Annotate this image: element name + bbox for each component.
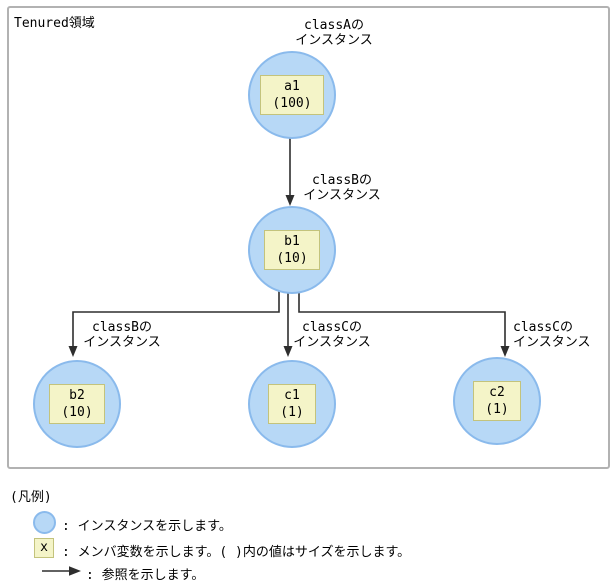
legend-item-member-text: : メンバ変数を示します。( )内の値はサイズを示します。 — [62, 545, 411, 560]
instance-node-a1: a1 (100) — [248, 51, 336, 139]
class-label-c1: classCの インスタンス — [293, 320, 371, 350]
member-size-a1: (100) — [272, 96, 312, 111]
instance-node-c1: c1 (1) — [248, 360, 336, 448]
class-label-a1: classAの インスタンス — [295, 18, 373, 48]
member-name-c1: c1 — [284, 388, 300, 403]
member-box-c1: c1 (1) — [268, 384, 316, 424]
instance-circle-icon — [33, 511, 56, 534]
class-label-b1: classBの インスタンス — [303, 173, 381, 203]
member-name-c2: c2 — [489, 385, 505, 400]
member-size-c1: (1) — [280, 405, 304, 420]
instance-node-b2: b2 (10) — [33, 360, 121, 448]
member-size-b1: (10) — [276, 251, 308, 266]
member-box-b1: b1 (10) — [264, 230, 320, 270]
instance-node-b1: b1 (10) — [248, 206, 336, 294]
reference-arrow-icon — [42, 566, 81, 576]
member-variable-box-icon: x — [34, 538, 54, 558]
member-box-a1: a1 (100) — [260, 75, 324, 115]
member-name-a1: a1 — [284, 79, 300, 94]
class-label-b2: classBの インスタンス — [83, 320, 161, 350]
member-box-c2: c2 (1) — [473, 381, 521, 421]
member-name-b1: b1 — [284, 234, 300, 249]
tenured-region-title: Tenured領域 — [14, 16, 95, 31]
member-box-b2: b2 (10) — [49, 384, 105, 424]
legend-item-instance-text: : インスタンスを示します。 — [62, 519, 232, 534]
member-size-c2: (1) — [485, 402, 509, 417]
member-variable-symbol: x — [40, 540, 48, 555]
class-label-c2: classCの インスタンス — [513, 320, 591, 350]
legend-item-reference-text: : 参照を示します。 — [86, 568, 205, 583]
member-size-b2: (10) — [61, 405, 93, 420]
instance-node-c2: c2 (1) — [453, 357, 541, 445]
member-name-b2: b2 — [69, 388, 85, 403]
legend-heading: (凡例) — [10, 490, 52, 505]
legend: (凡例) : インスタンスを示します。 x : メンバ変数を示します。( )内の… — [0, 480, 616, 583]
